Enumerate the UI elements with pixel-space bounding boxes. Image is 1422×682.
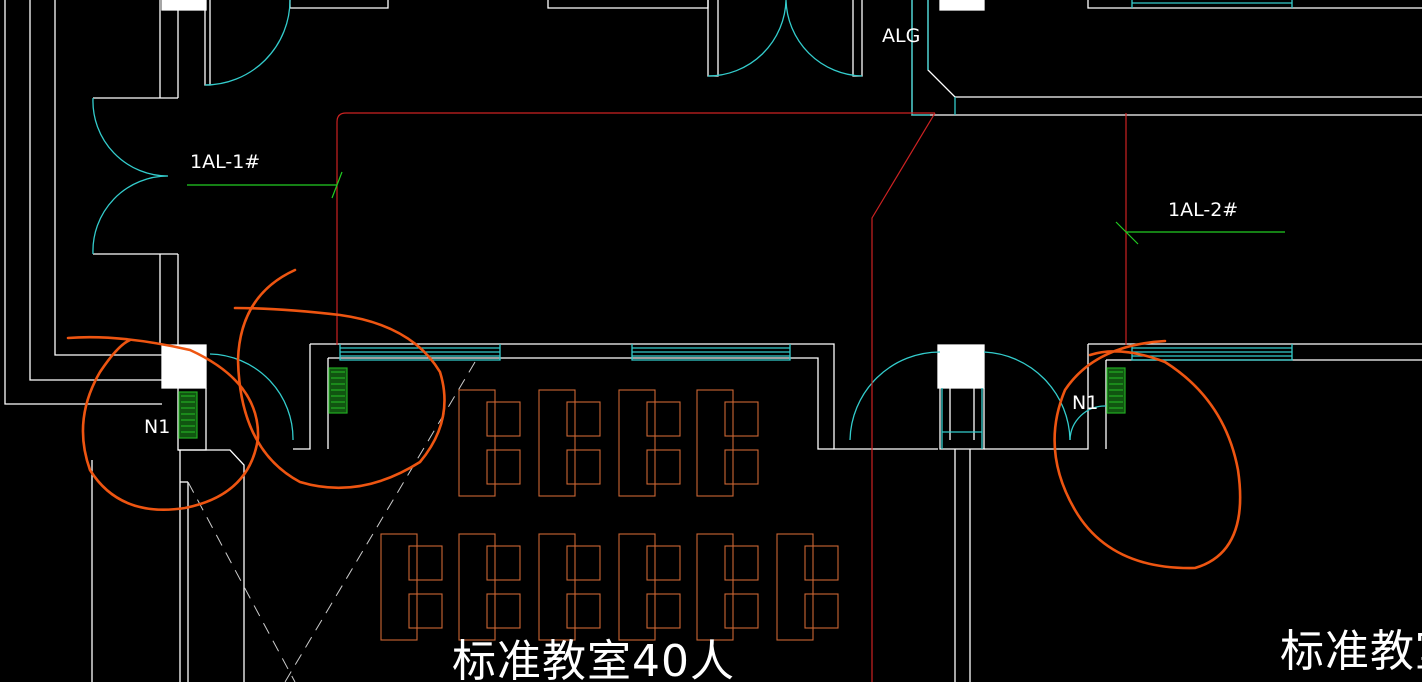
panel-label-left: N1 — [144, 416, 170, 438]
circuit-label-1: 1AL-1# — [190, 151, 260, 173]
doors-windows — [92, 0, 1293, 449]
desk-icon — [696, 533, 759, 641]
desk-icon — [538, 389, 601, 497]
leader-lines — [187, 171, 1285, 245]
alg-label: ALG — [882, 25, 920, 47]
desk-icon — [538, 533, 601, 641]
desk-icon — [458, 533, 521, 641]
desk-icon — [618, 389, 681, 497]
desk-icon — [380, 533, 443, 641]
circuit-label-2: 1AL-2# — [1168, 199, 1238, 221]
distribution-panel-icon[interactable] — [178, 391, 198, 439]
markup-circle-right — [1053, 339, 1242, 570]
desk-grid — [380, 389, 839, 641]
walls — [4, 0, 1422, 682]
desk-icon — [696, 389, 759, 497]
distribution-panels — [178, 367, 1126, 439]
markup-circles — [66, 268, 1242, 570]
desk-icon — [776, 533, 839, 641]
distribution-panel-icon[interactable] — [1106, 367, 1126, 414]
desk-icon — [618, 533, 681, 641]
markup-circle-left — [66, 335, 260, 512]
markup-circle-mid — [233, 268, 446, 490]
panel-label-right: N1 — [1072, 392, 1098, 414]
room-label-right: 标准教室 — [1280, 626, 1422, 677]
room-label-main: 标准教室40人 — [452, 636, 735, 682]
desk-icon — [458, 389, 521, 497]
circuit-wiring — [336, 112, 1127, 682]
distribution-panel-icon[interactable] — [328, 367, 348, 414]
